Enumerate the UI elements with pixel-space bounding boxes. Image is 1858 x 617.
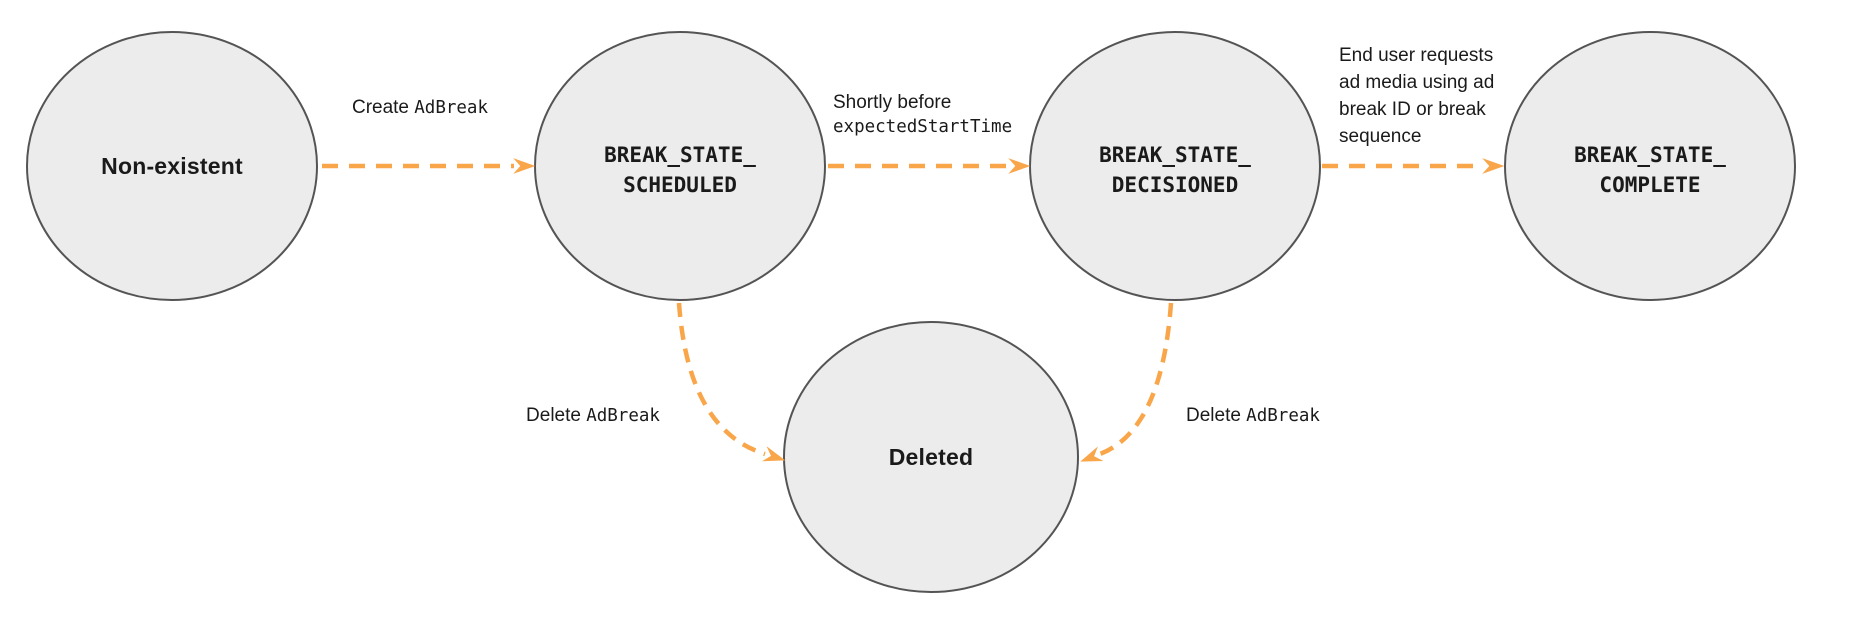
node-circle-break-state-scheduled bbox=[534, 31, 826, 301]
node-circle-break-state-complete bbox=[1504, 31, 1796, 301]
arrow-delete-adbreak-from-decisioned bbox=[1080, 302, 1174, 462]
node-circle-break-state-decisioned bbox=[1029, 31, 1321, 301]
node-circle-non-existent bbox=[26, 31, 318, 301]
arrow-delete-adbreak-from-scheduled bbox=[676, 302, 786, 462]
node-circle-deleted bbox=[783, 321, 1079, 593]
